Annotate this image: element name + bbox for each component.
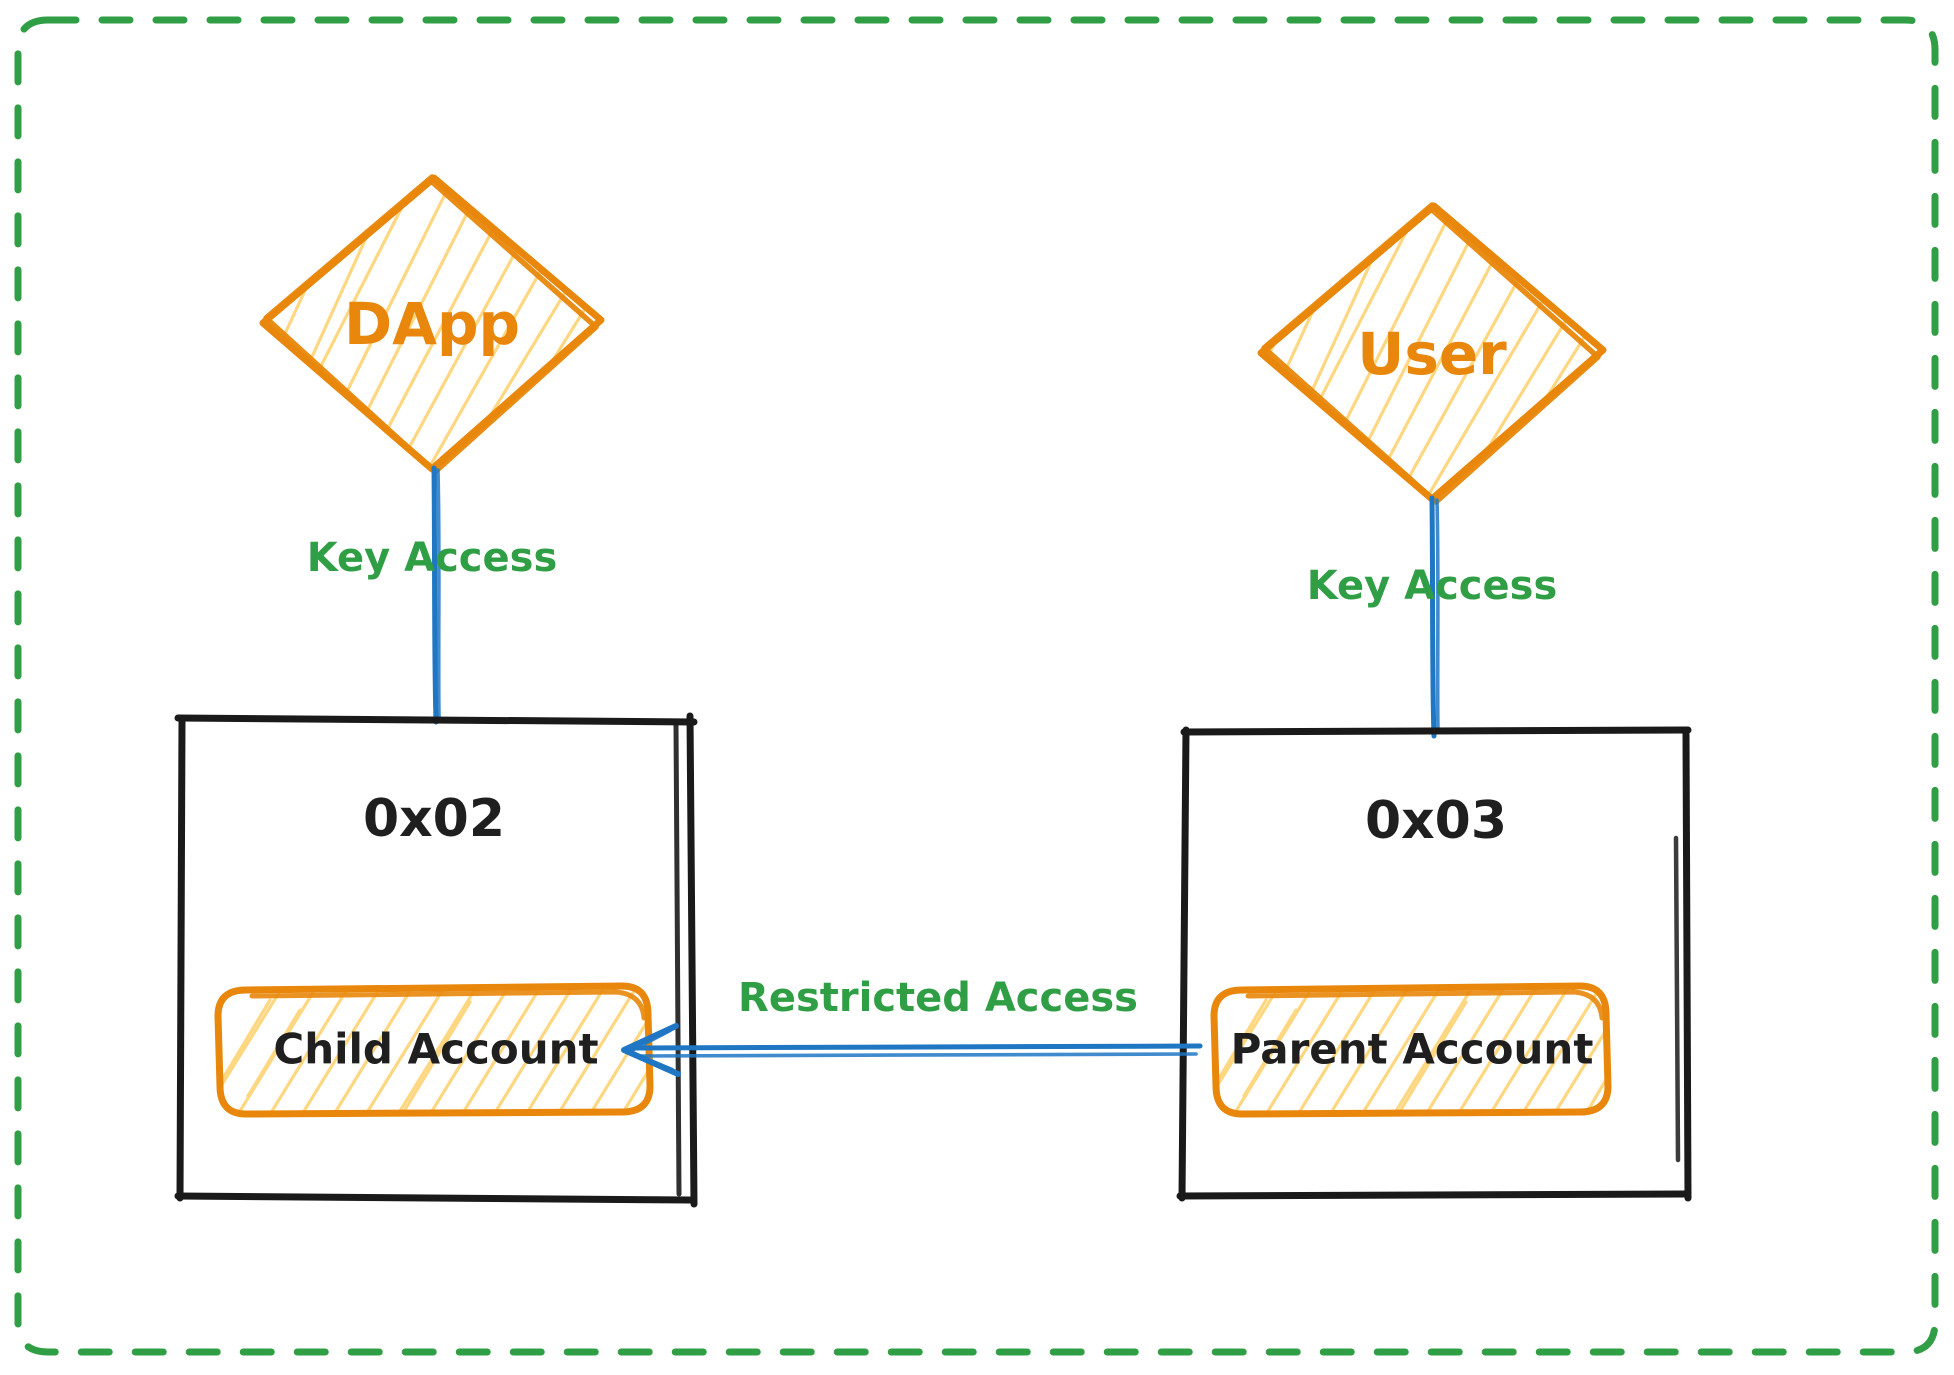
node-user[interactable]: User xyxy=(1238,178,1636,530)
node-child-account[interactable]: Child Account xyxy=(200,975,700,1124)
edge-label-restricted-access: Restricted Access xyxy=(738,975,1138,1021)
node-user-label: User xyxy=(1357,320,1507,388)
node-parent-box[interactable]: 0x03 xyxy=(1176,726,1692,1202)
node-parent-account-label: Parent Account xyxy=(1231,1025,1594,1074)
outer-dashed-boundary xyxy=(14,16,1939,1356)
edge-label-key-access-right: Key Access xyxy=(1307,563,1558,609)
node-dapp[interactable]: DApp xyxy=(230,150,636,505)
node-child-account-label: Child Account xyxy=(273,1025,598,1074)
edge-dapp-to-child-box: Key Access xyxy=(307,465,558,725)
node-parent-box-label: 0x03 xyxy=(1365,791,1507,851)
node-dapp-label: DApp xyxy=(344,290,520,358)
edge-parent-to-child-restricted: Restricted Access xyxy=(621,975,1203,1077)
edge-user-to-parent-box: Key Access xyxy=(1307,495,1558,739)
edge-label-key-access-left: Key Access xyxy=(307,535,558,581)
node-child-box-label: 0x02 xyxy=(363,789,505,849)
node-parent-account[interactable]: Parent Account xyxy=(1196,975,1656,1124)
node-child-box[interactable]: 0x02 xyxy=(174,712,698,1208)
